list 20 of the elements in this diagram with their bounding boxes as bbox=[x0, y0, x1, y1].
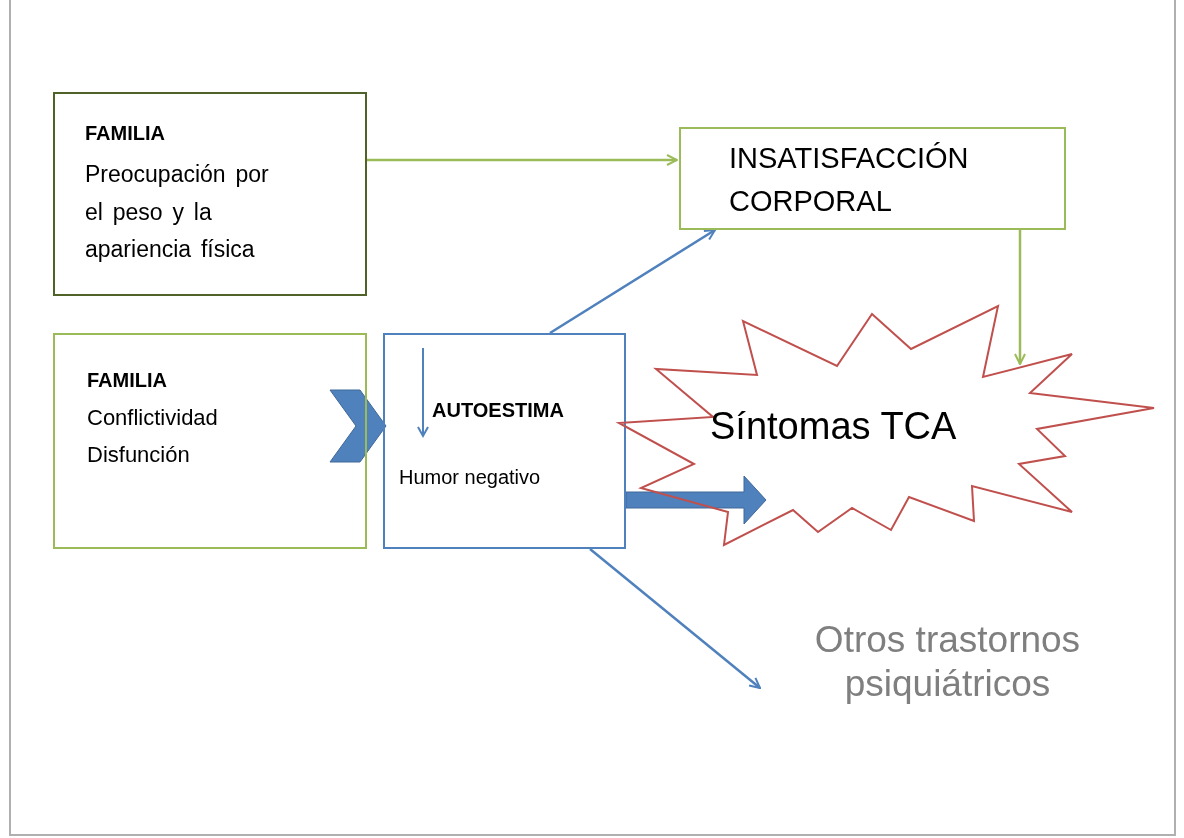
box-heading: AUTOESTIMA bbox=[432, 398, 565, 423]
box-text: Disfunción bbox=[87, 441, 191, 469]
arrow bbox=[367, 154, 678, 166]
box-heading: FAMILIA bbox=[85, 121, 166, 146]
starburst-text: Síntomas TCA bbox=[710, 404, 958, 449]
box-text: Conflictividad bbox=[87, 404, 219, 432]
box-text: Preocupación por el peso y la apariencia física bbox=[85, 160, 270, 264]
box-text: Humor negativo bbox=[399, 465, 542, 490]
outcome-text: Otros trastornos psiquiátricos bbox=[813, 618, 1082, 706]
process-box bbox=[53, 333, 367, 549]
box-text: INSATISFACCIÓN CORPORAL bbox=[729, 141, 970, 219]
arrow bbox=[549, 228, 716, 335]
arrow bbox=[589, 548, 761, 689]
process-box bbox=[383, 333, 626, 549]
process-box bbox=[679, 127, 1066, 230]
block-arrow bbox=[625, 475, 767, 525]
chevron-arrow bbox=[329, 389, 387, 463]
process-box bbox=[53, 92, 367, 296]
arrow bbox=[1014, 230, 1026, 365]
box-heading: FAMILIA bbox=[87, 368, 168, 393]
